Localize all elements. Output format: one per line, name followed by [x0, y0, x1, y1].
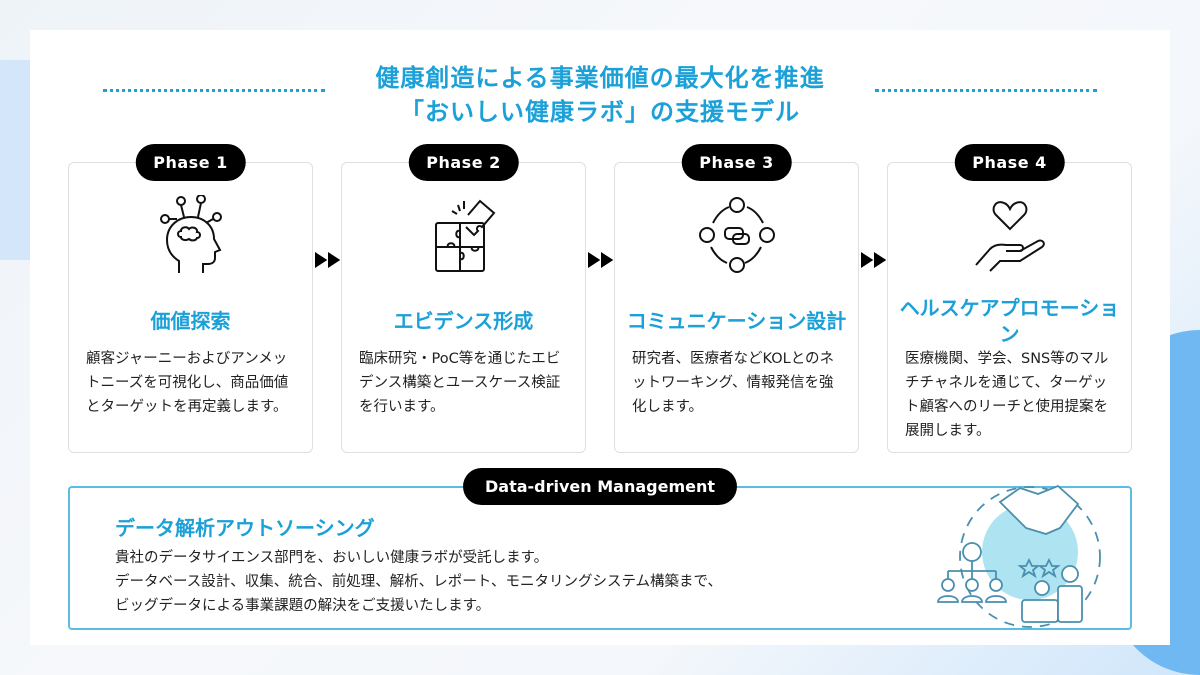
heart-hand-icon	[974, 201, 1045, 272]
phase-description: 臨床研究・PoC等を通じたエビデンス構築とユースケース検証を行います。	[359, 351, 561, 415]
phase-badge: Phase 2	[408, 144, 519, 181]
phase-description: 研究者、医療者などKOLとのネットワーキング、情報発信を強化します。	[632, 351, 835, 415]
people-communication-icon	[698, 197, 775, 273]
handshake-team-illustration	[937, 484, 1101, 628]
section-description: 貴社のデータサイエンス部門を、おいしい健康ラボが受託します。 データベース設計、…	[115, 546, 905, 618]
dotted-divider-right	[875, 89, 1097, 92]
phase-card-2: Phase 2 エビデンス形成 臨床研究・PoC等を通じたエビデンス構築とユース…	[341, 144, 586, 453]
phase-badge: Phase 1	[135, 144, 246, 181]
head-network-icon	[159, 195, 222, 273]
page-title-line2: 「おいしい健康ラボ」の支援モデル	[400, 98, 800, 126]
phase-badge: Phase 4	[954, 144, 1065, 181]
puzzle-icon	[434, 199, 495, 272]
phase-title: コミュニケーション設計	[626, 309, 847, 333]
phase-card-4: Phase 4 ヘルスケアプロモーション 医療機関、学会、SNS等のマルチチャネ…	[887, 144, 1132, 453]
description-line: ビッグデータによる事業課題の解決をご支援いたします。	[115, 598, 491, 614]
phase-title: ヘルスケアプロモーション	[899, 296, 1120, 346]
phase-badge: Phase 3	[681, 144, 792, 181]
page-title-line1: 健康創造による事業価値の最大化を推進	[375, 64, 825, 92]
double-arrow-icon	[588, 252, 614, 268]
double-arrow-icon	[315, 252, 341, 268]
double-arrow-icon	[861, 252, 887, 268]
phase-card-3: Phase 3 コミュニケーション設計 研究者、医療者などKOLとのネットワーキ…	[614, 144, 859, 453]
phase-card-1: Phase 1 価値探索 顧客ジャーニーおよびアンメットニーズを可視化し、商品価…	[68, 144, 313, 453]
section-heading: データ解析アウトソーシング	[115, 516, 375, 540]
description-line: 貴社のデータサイエンス部門を、おいしい健康ラボが受託します。	[115, 550, 549, 566]
phase-title: エビデンス形成	[393, 309, 534, 333]
section-badge: Data-driven Management	[462, 468, 738, 505]
data-driven-section: Data-driven Management データ解析アウトソーシング 貴社の…	[68, 468, 1132, 630]
phase-title: 価値探索	[150, 309, 231, 333]
phase-description: 医療機関、学会、SNS等のマルチチャネルを通じて、ターゲット顧客へのリーチと使用…	[905, 351, 1109, 439]
dotted-divider-left	[103, 89, 325, 92]
description-line: データベース設計、収集、統合、前処理、解析、レポート、モニタリングシステム構築ま…	[115, 574, 722, 590]
phase-description: 顧客ジャーニーおよびアンメットニーズを可視化し、商品価値とターゲットを再定義しま…	[86, 351, 289, 415]
